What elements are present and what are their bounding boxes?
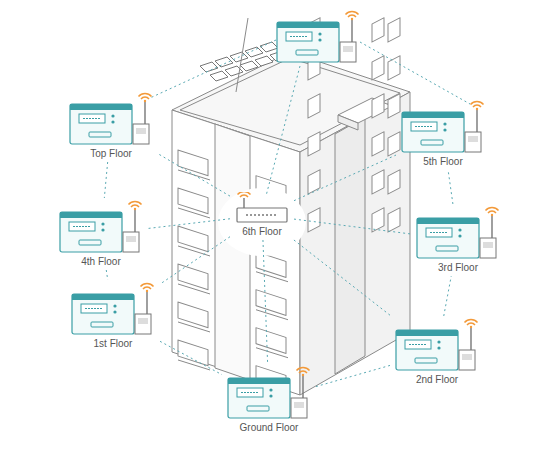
solar-panel [240,61,258,71]
balcony-rail [178,208,210,218]
balcony-rail [178,322,210,332]
meter-icon [71,282,155,338]
balcony-rail [178,246,210,256]
balcony-rail [256,272,288,282]
ring-link [160,341,222,374]
solar-panel [210,71,228,81]
meter-node: Top Floor [66,92,156,160]
gateway-link [263,240,268,364]
window [388,208,400,232]
ring-link [316,365,390,386]
window [388,94,400,118]
meter-icon [416,206,500,262]
solar-panel [215,57,233,67]
window [308,208,320,232]
meter-node: 3rd Floor [413,206,503,274]
meter-node: 2nd Floor [392,318,482,386]
floor-label: 1st Floor [68,338,158,350]
gateway-link [266,66,300,196]
ring-link [150,40,276,98]
gateway-node: 6th Floor [232,192,292,238]
floor-label: 3rd Floor [413,262,503,274]
balcony-rail [256,310,288,320]
window [372,208,384,232]
ring-link [106,270,107,280]
gateway-link [294,240,391,316]
window [372,94,384,118]
right-facade [300,92,410,395]
ring-link [448,170,453,204]
meter-icon [59,200,143,256]
solar-panel [245,47,263,57]
meter-node: 1st Floor [68,282,158,350]
window [308,132,320,156]
balcony-rail [256,348,288,358]
window [372,18,384,42]
window [308,170,320,194]
gateway-link [148,219,230,229]
gateway-link [160,237,230,284]
meter-icon [227,366,311,422]
window [372,132,384,156]
solar-panel [200,62,218,72]
window [388,56,400,80]
balcony-rail [178,360,210,370]
floor-label: 6th Floor [232,226,292,238]
gateway-link [294,219,411,234]
gateway-halo [218,188,306,256]
window [372,170,384,194]
gateway-link [294,155,396,201]
window [388,132,400,156]
gateway-icon [234,192,290,226]
window [388,170,400,194]
ring-link [444,276,452,316]
solar-panel [255,56,273,66]
meter-icon [69,92,153,148]
top-meter-icon [277,11,359,62]
gateway-link [158,154,230,196]
ring-link [104,162,107,198]
meter-node: Ground Floor [224,366,314,434]
meter-icon [401,100,485,156]
floor-label: Ground Floor [224,422,314,434]
floor-label: 5th Floor [398,156,488,168]
window [372,56,384,80]
floor-label: 2nd Floor [392,374,482,386]
balcony-rail [178,284,210,294]
floor-label: 4th Floor [56,256,146,268]
window [308,94,320,118]
solar-panel [260,42,278,52]
meter-node: 5th Floor [398,100,488,168]
meter-node: 4th Floor [56,200,146,268]
window [388,18,400,42]
floor-label: Top Floor [66,148,156,160]
ring-link [360,42,470,104]
meter-icon [395,318,479,374]
